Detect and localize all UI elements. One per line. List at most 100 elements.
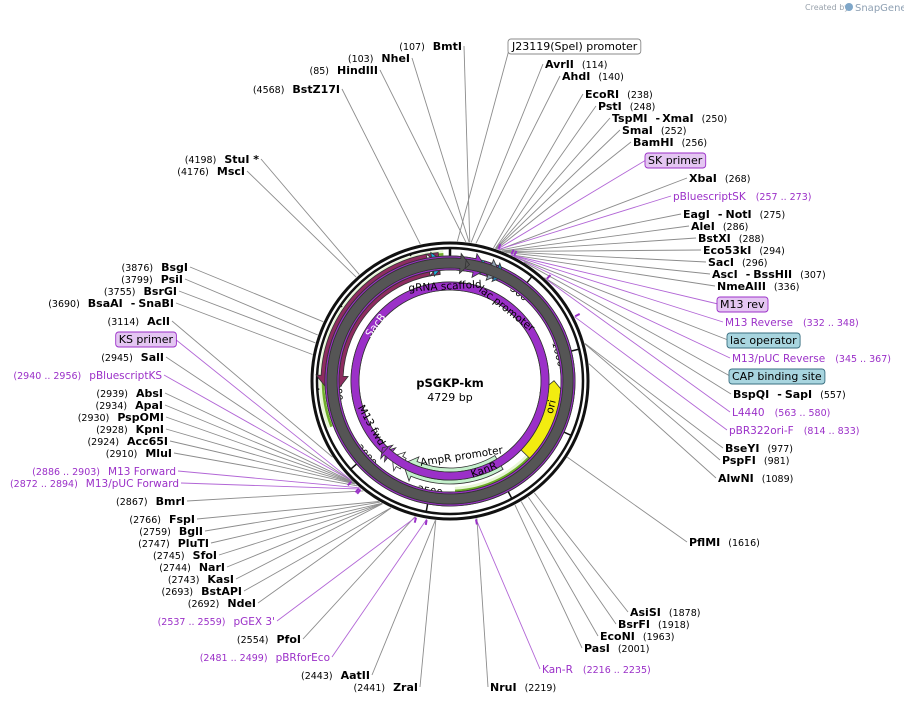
enzyme-name: SalI — [141, 351, 164, 364]
site-label-xbaI: XbaI(268) — [689, 172, 750, 185]
site-label-nruI: NruI(2219) — [490, 681, 556, 694]
site-position: (2910) — [106, 449, 138, 460]
site-label-bamHI: BamHI(256) — [633, 136, 707, 149]
enzyme-name: MscI — [217, 165, 245, 178]
svg-text:SK primer: SK primer — [648, 154, 703, 167]
svg-text:PspFI(981): PspFI(981) — [722, 454, 789, 467]
site-label-tspMI: TspMI-XmaI(250) — [612, 112, 727, 125]
leader-line-sacI — [503, 251, 707, 263]
leader-line-tspMI — [495, 117, 611, 249]
boxed-label-text: KS primer — [119, 333, 174, 346]
site-label-nheI: (103)NheI — [348, 52, 410, 65]
leader-line-bsrFI — [527, 496, 617, 625]
leader-line-lacop — [515, 256, 729, 341]
site-label-aatII: (2443)AatII — [301, 669, 370, 682]
leader-line-eco53kI — [503, 249, 702, 252]
svg-text:PstI(248): PstI(248) — [598, 100, 655, 113]
primer-range: (814 .. 833) — [804, 426, 860, 437]
leader-line-bglI — [204, 501, 380, 532]
svg-text:(2934)ApaI: (2934)ApaI — [96, 399, 164, 412]
primer-site-tick — [510, 249, 515, 255]
primer-feature-arrow — [324, 252, 576, 507]
enzyme-name: BsgI — [161, 261, 188, 274]
leader-line-pbluescriptks — [163, 374, 353, 482]
site-label-bmtI: (107)BmtI — [399, 40, 462, 53]
enzyme-name: EcoNI — [600, 630, 635, 643]
svg-text:AsiSI(1878): AsiSI(1878) — [630, 606, 700, 619]
svg-text:(3114)AclI: (3114)AclI — [108, 315, 171, 328]
leader-line-sfoI — [218, 503, 383, 556]
enzyme-name: BsrGI — [144, 285, 177, 298]
leader-line-kanr_primer — [475, 518, 541, 670]
site-position: (238) — [627, 90, 653, 101]
enzyme-separator: - — [131, 297, 136, 310]
plasmid-name: pSGKP-km — [416, 376, 484, 390]
leader-line-m13pucrev — [513, 255, 731, 359]
leader-line-m13forward — [177, 470, 360, 489]
site-label-aclI: (3114)AclI — [108, 315, 171, 328]
enzyme-name: BsaAI — [88, 297, 123, 310]
leader-line-m13reverse — [510, 254, 724, 323]
svg-text:M13 rev: M13 rev — [720, 298, 765, 311]
enzyme-name: StuI * — [224, 153, 259, 166]
site-label-fspI: (2766)FspI — [129, 513, 195, 526]
leader-line-mluI — [173, 452, 358, 487]
svg-text:EagI-NotI(275): EagI-NotI(275) — [683, 208, 785, 221]
leader-line-ksprimer — [174, 338, 352, 482]
svg-text:PflMI(1616): PflMI(1616) — [689, 536, 760, 549]
site-label-bsrFI: BsrFI(1918) — [618, 618, 690, 631]
enzyme-name: PluTI — [178, 537, 209, 550]
enzyme-name: Acc65I — [127, 435, 168, 448]
svg-text:(3799)PsiI: (3799)PsiI — [121, 273, 183, 286]
site-label-acc65I: (2924)Acc65I — [87, 435, 168, 448]
site-label-bstz17i: (4568)BstZ17I — [253, 83, 340, 96]
enzyme-name: BamHI — [633, 136, 674, 149]
leader-line-psiI — [184, 278, 318, 336]
site-position: (2759) — [139, 527, 171, 538]
site-label-pbluescriptsk: pBluescriptSK(257 .. 273) — [673, 191, 811, 203]
site-label-pfoI: (2554)PfoI — [237, 633, 301, 646]
primer-site-tick — [354, 487, 360, 493]
leader-line-bspQI — [544, 277, 732, 395]
enzyme-name: KasI — [207, 573, 234, 586]
enzyme-name: MluI — [145, 447, 172, 460]
site-label-bglI: (2759)BglI — [139, 525, 203, 538]
svg-text:(4176)MscI: (4176) MscI — [177, 165, 245, 178]
leader-line-eagI — [499, 213, 682, 251]
leader-line-bstz17i — [341, 88, 421, 245]
leader-line-nmeAIII — [510, 254, 716, 287]
snapgene-branding: Created by SnapGene — [805, 3, 904, 14]
boxed-label-text: lac operator — [730, 334, 797, 347]
svg-text:Kan-R(2216 .. 2235): Kan-R(2216 .. 2235) — [542, 664, 651, 676]
svg-text:(2692)NdeI: (2692)NdeI — [188, 597, 256, 610]
enzyme-name: BstXI — [698, 232, 731, 245]
site-label-bsaAI: (3690)BsaAI-SnaBI — [48, 297, 174, 310]
svg-text:Eco53kI(294): Eco53kI(294) — [703, 244, 785, 257]
primer-site-tick — [574, 313, 581, 318]
site-position: (2743) — [168, 575, 200, 586]
site-position: (275) — [760, 210, 786, 221]
svg-text:pBR322ori-F(814 .. 833): pBR322ori-F(814 .. 833) — [729, 425, 859, 437]
enzyme-name: AbsI — [136, 387, 163, 400]
site-label-nmeAIII: NmeAIII(336) — [717, 280, 799, 293]
enzyme-name: AsiSI — [630, 606, 661, 619]
leader-line-skprimer — [497, 159, 647, 250]
site-position: (4198) — [185, 155, 217, 166]
boxed-label-text: CAP binding site — [732, 370, 822, 383]
svg-text:(3755)BsrGI: (3755)BsrGI — [104, 285, 177, 298]
site-label-alwNI: AlwNI(1089) — [718, 472, 793, 485]
primer-name: pBluescriptKS — [89, 370, 162, 382]
leader-line-avrII — [470, 63, 544, 243]
site-label-pbluescriptks: (2940 .. 2956)pBluescriptKS — [13, 370, 162, 382]
site-position: (248) — [630, 102, 656, 113]
enzyme-name-2: BssHII — [753, 268, 792, 281]
site-position: (288) — [739, 234, 765, 245]
svg-text:BspQI-SapI(557): BspQI-SapI(557) — [733, 388, 846, 401]
enzyme-separator: - — [718, 208, 723, 221]
label-box — [716, 296, 769, 313]
site-label-avrII: AvrII(114) — [545, 58, 607, 71]
site-label-stuI: (4198) StuI * — [185, 153, 260, 166]
site-label-ksprimer: KS primer — [115, 331, 177, 348]
site-position: (4176) — [177, 167, 209, 178]
svg-text:L4440(563 .. 580): L4440(563 .. 580) — [732, 407, 830, 419]
